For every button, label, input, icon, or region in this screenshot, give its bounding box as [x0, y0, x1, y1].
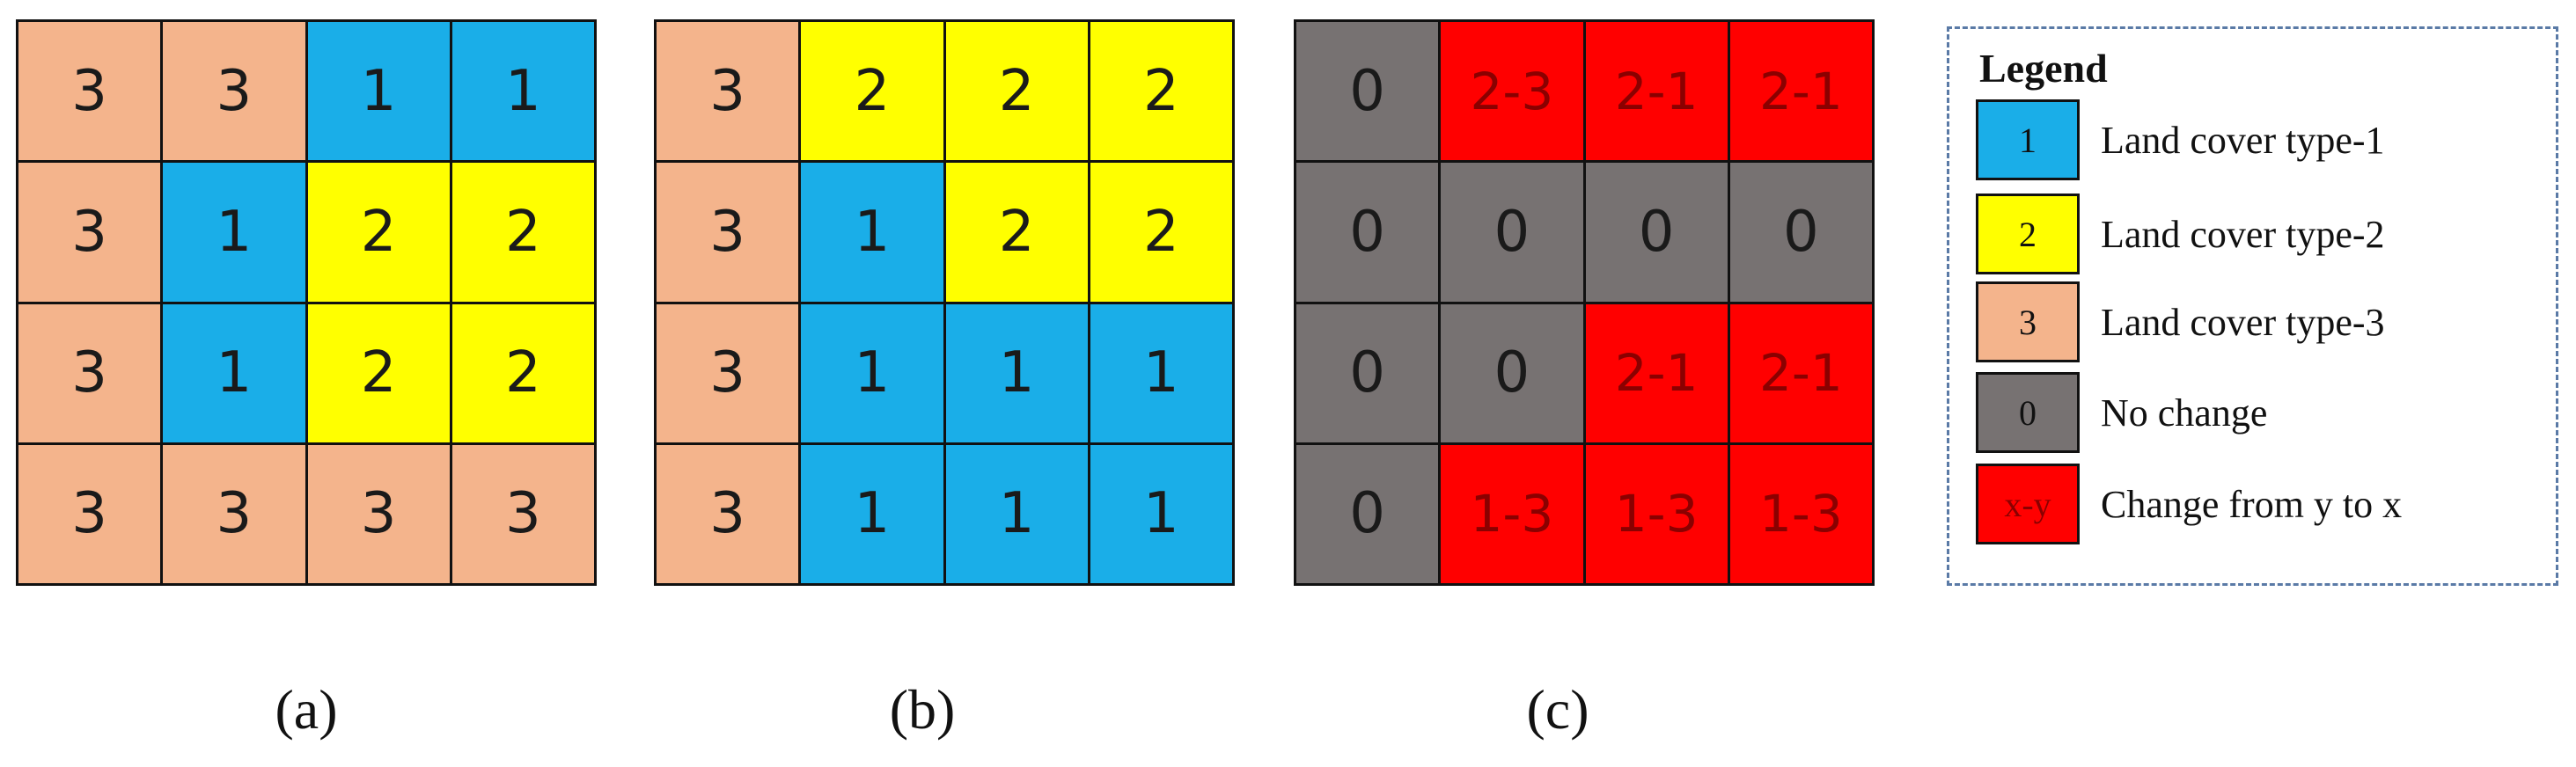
grid-cell: 1	[163, 163, 308, 304]
grid-cell: 1-3	[1585, 444, 1730, 586]
grid-cell: 1	[801, 303, 946, 445]
grid-cell: 0	[1585, 163, 1730, 304]
legend-item-no-change: 0 No change	[1976, 370, 2267, 455]
caption-b: (b)	[889, 678, 956, 741]
grid-cell: 3	[18, 303, 164, 445]
grid-cell: 0	[1729, 163, 1875, 304]
grid-cell: 2	[307, 303, 452, 445]
grid-cell: 2	[451, 163, 597, 304]
grid-cell: 3	[657, 303, 802, 445]
grid-cell: 3	[307, 444, 452, 586]
grid-cell: 1	[1090, 444, 1235, 586]
grid-cell: 3	[657, 163, 802, 304]
grid-cell: 3	[18, 22, 164, 164]
legend-label-3: Land cover type-3	[2101, 300, 2385, 344]
grid-cell: 1-3	[1441, 444, 1586, 586]
legend-item-type-1: 1 Land cover type-1	[1976, 98, 2385, 182]
grid-cell: 0	[1441, 163, 1586, 304]
legend-title: Legend	[1979, 46, 2108, 91]
grid-cell: 2	[801, 22, 946, 164]
legend-label-2: Land cover type-2	[2101, 212, 2385, 256]
grid-cell: 1	[451, 22, 597, 164]
legend-item-change: x-y Change from y to x	[1976, 462, 2402, 546]
grid-cell: 1	[801, 444, 946, 586]
grid-cell: 2	[945, 22, 1090, 164]
grid-cell: 1	[945, 444, 1090, 586]
grid-cell: 2	[451, 303, 597, 445]
legend-swatch-3: 3	[1976, 281, 2080, 362]
grid-cell: 2	[307, 163, 452, 304]
grid-cell: 3	[18, 163, 164, 304]
grid-cell: 1	[801, 163, 946, 304]
grid-cell: 1-3	[1729, 444, 1875, 586]
legend-swatch-2: 2	[1976, 194, 2080, 274]
grid-cell: 2-1	[1585, 303, 1730, 445]
grid-cell: 3	[657, 22, 802, 164]
grid-cell: 2	[1090, 163, 1235, 304]
grid-cell: 2-1	[1729, 22, 1875, 164]
legend-label-change: Change from y to x	[2101, 482, 2403, 526]
legend-box: Legend 1 Land cover type-1 2 Land cover …	[1947, 26, 2558, 586]
grid-cell: 0	[1296, 163, 1442, 304]
grid-cell: 3	[18, 444, 164, 586]
legend-item-type-2: 2 Land cover type-2	[1976, 192, 2385, 276]
legend-label-no-change: No change	[2101, 391, 2268, 435]
legend-swatch-0: 0	[1976, 372, 2080, 453]
caption-c: (c)	[1526, 678, 1589, 741]
grid-cell: 1	[163, 303, 308, 445]
grid-cell: 3	[451, 444, 597, 586]
grid-cell: 1	[307, 22, 452, 164]
grid-cell: 1	[945, 303, 1090, 445]
grid-cell: 1	[1090, 303, 1235, 445]
legend-swatch-change: x-y	[1976, 464, 2080, 544]
grid-cell: 0	[1296, 303, 1442, 445]
grid-cell: 2-1	[1585, 22, 1730, 164]
grid-cell: 2	[1090, 22, 1235, 164]
legend-label-1: Land cover type-1	[2101, 118, 2385, 162]
grid-cell: 0	[1296, 22, 1442, 164]
grid-cell: 3	[163, 444, 308, 586]
grid-cell: 0	[1441, 303, 1586, 445]
grid-cell: 2-3	[1441, 22, 1586, 164]
legend-item-type-3: 3 Land cover type-3	[1976, 280, 2385, 364]
grid-cell: 2-1	[1729, 303, 1875, 445]
grid-cell: 3	[657, 444, 802, 586]
grid-cell: 2	[945, 163, 1090, 304]
caption-a: (a)	[275, 678, 338, 741]
grid-cell: 3	[163, 22, 308, 164]
legend-swatch-1: 1	[1976, 99, 2080, 180]
grid-cell: 0	[1296, 444, 1442, 586]
